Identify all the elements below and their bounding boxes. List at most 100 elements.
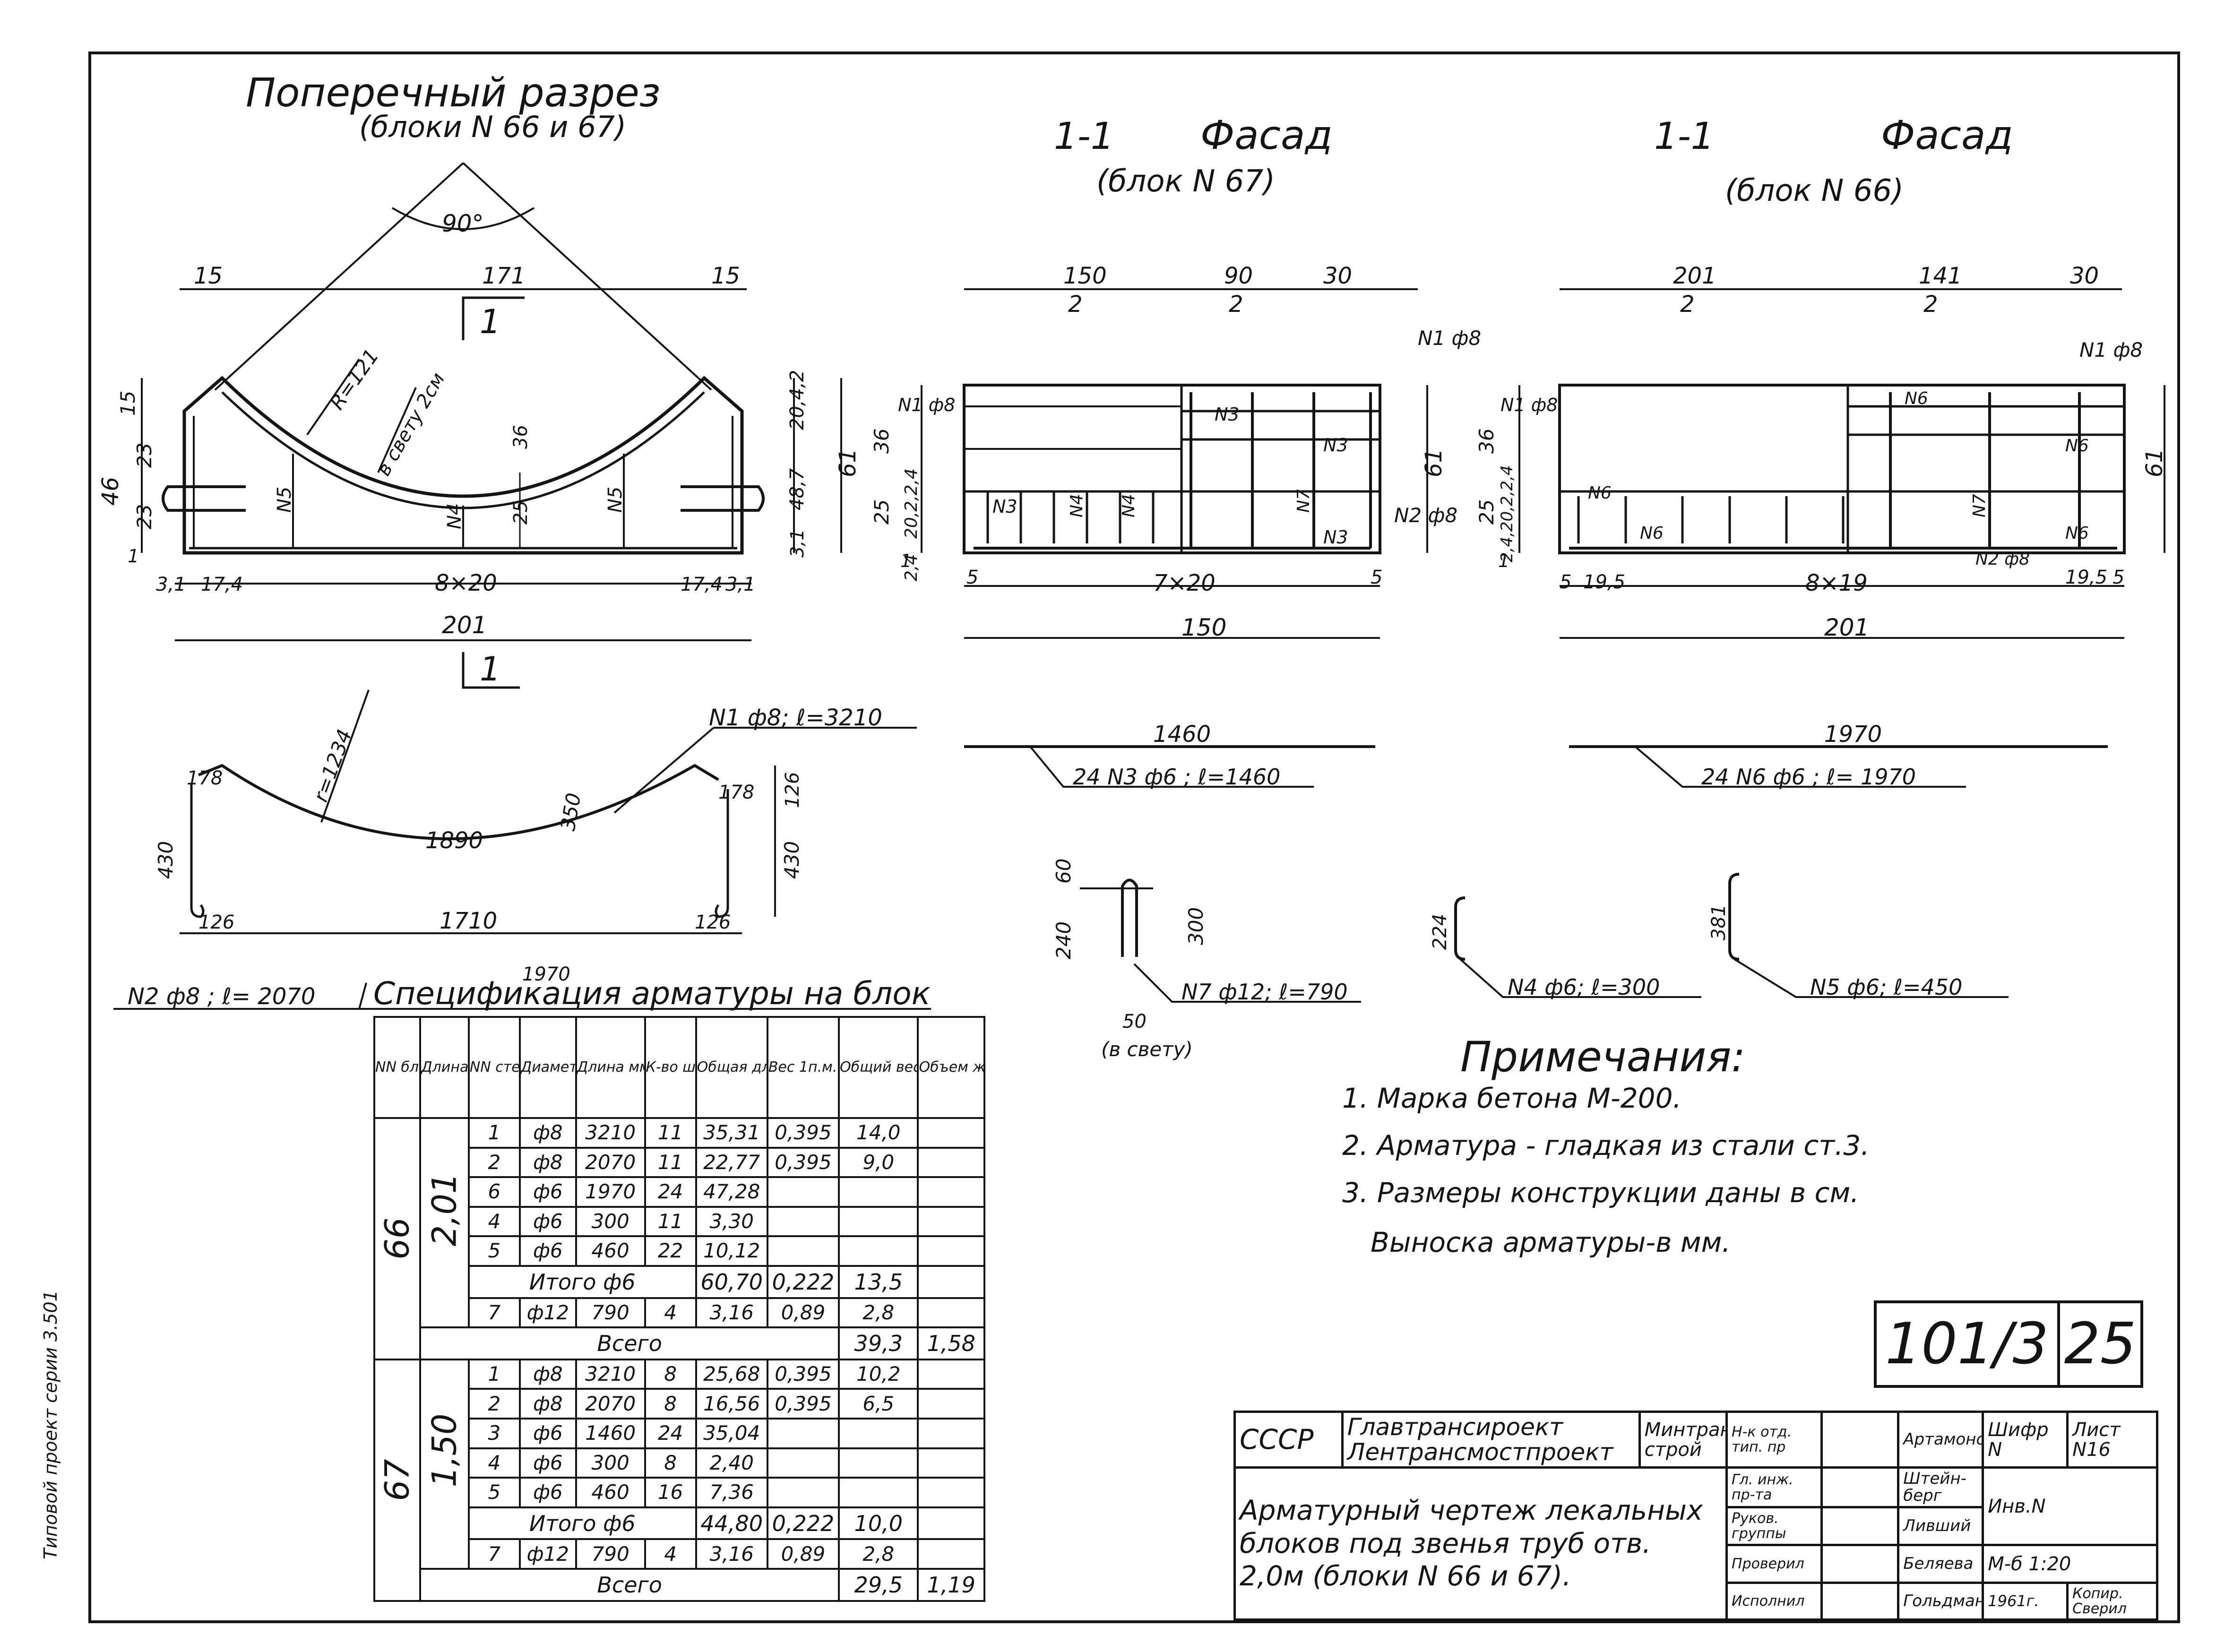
cell: 3210 [575,1117,646,1149]
tb-name-2: Ливший [1897,1506,1984,1547]
cell [917,1447,985,1479]
cell: 47,28 [695,1176,768,1208]
cell: 0,89 [766,1538,840,1570]
n1-radius: r=1234 [309,726,356,805]
cs-left-15: 15 [116,391,139,416]
hdr-unit-weight: Вес 1п.м. кг [766,1016,840,1119]
cell: ф8 [518,1117,577,1149]
cell: 0,222 [766,1506,840,1540]
cell [766,1235,840,1267]
tb-name-3: Беляева [1897,1544,1984,1584]
total-label: Всего [419,1568,840,1602]
n1-sag: 350 [556,791,586,832]
cell: 35,04 [695,1418,768,1449]
tb-role-4: Исполнил [1725,1582,1823,1621]
cell [838,1235,919,1267]
cell: 0,89 [766,1297,840,1329]
f67-bot5l: 5 [966,567,978,588]
cell: 300 [575,1447,646,1479]
block-length-66: 2,01 [419,1117,470,1329]
n1-bl126: 126 [198,912,234,933]
notes-title: Примечания: [1460,1032,1745,1081]
f67-d2b: 2 [1229,291,1243,318]
note-item: 3. Размеры конструкции даны в см. [1342,1177,1859,1209]
cs-dim-edge-l: 15 [194,263,223,289]
cell: 4 [644,1297,697,1329]
f66-left-1: 1 [1498,551,1509,571]
hdr-total-length: Общая длина м [695,1016,768,1119]
cell: 1 [467,1117,521,1149]
tb-name-0: Артамонов [1897,1411,1984,1469]
n1-label: N1 ф8; ℓ=3210 [709,705,882,731]
f66-left25: 25 [1475,499,1498,525]
n7-w50: 50 [1122,1011,1147,1032]
cross-section-view: Поперечный разрез (блоки N 66 и 67) 90° … [97,69,861,689]
tb-signature [1820,1544,1900,1584]
f67-bot5r: 5 [1371,567,1382,588]
hdr-qty: К-во шт. [644,1016,697,1119]
cell: 1970 [575,1176,646,1208]
f67-left-24: 2,4 [902,554,921,581]
cell: 22 [644,1235,697,1267]
cell [917,1538,985,1570]
n2-label: N2 ф8 ; ℓ= 2070 [128,983,315,1010]
n1-r178: 178 [718,782,754,803]
f66-left36: 36 [1475,429,1498,454]
hdr-bar-no: NN стержн. [467,1016,521,1119]
cell: 29,5 [838,1568,919,1602]
n7-h300: 300 [1184,907,1207,945]
spec-header-row: NN блоков Длина блока м NN стержн. Диаме… [373,1016,985,1119]
cell: 25,68 [695,1358,768,1390]
cell: 11 [644,1146,697,1179]
document-number-box: 101/3 25 [1874,1300,2144,1388]
block-id-66: 66 [373,1117,422,1360]
cell [838,1477,919,1508]
f66-d1: 201 [1673,263,1716,289]
f66-title: 1-1 [1654,115,1714,158]
f67-d2: 90 [1224,263,1253,289]
cell: ф6 [518,1205,577,1238]
cell: ф8 [518,1358,577,1390]
cs-right-487: 48,7 [786,468,808,510]
n1-base: 1710 [440,908,497,934]
cell [917,1146,985,1179]
hdr-blocks: NN блоков [373,1016,422,1119]
cell: 10,0 [838,1506,919,1540]
cell: 3210 [575,1358,646,1390]
cell: 5 [467,1235,521,1267]
f67-d3: 30 [1323,263,1352,289]
cell: 790 [575,1297,646,1329]
tb-signature [1820,1411,1900,1469]
cell [917,1418,985,1449]
cell: 0,222 [766,1265,840,1299]
f66-total: 201 [1824,614,1869,641]
tb-scale: М-б 1:20 [1982,1544,2158,1584]
cell [766,1205,840,1238]
cell: ф6 [518,1477,577,1508]
tb-signature [1820,1582,1900,1621]
cell [917,1205,985,1238]
cell [917,1265,985,1299]
cs-section-mark-bottom: 1 [480,650,501,688]
cell [917,1506,985,1540]
f66-right61: 61 [2141,448,2168,477]
cs-clear: в свету 2см [373,369,449,480]
cell: 6,5 [838,1388,919,1420]
f67-subtitle: (блок N 67) [1096,164,1275,199]
cell: 2070 [575,1388,646,1420]
n3-len: 1460 [1153,721,1211,748]
f67-bot-mid: 7×20 [1153,570,1216,596]
cell [917,1176,985,1208]
f67-left25: 25 [870,499,893,525]
cell: 8 [644,1358,697,1390]
doc-series: 101/3 [1874,1300,2060,1388]
cell: 1,58 [917,1326,985,1360]
tb-name-1: Штейн-берг [1897,1466,1984,1509]
sheet-frame [88,52,2180,1623]
cell: 460 [575,1235,646,1267]
cell: 4 [644,1538,697,1570]
f66-tag-n6e: N6 [2065,524,2089,543]
cell [766,1176,840,1208]
